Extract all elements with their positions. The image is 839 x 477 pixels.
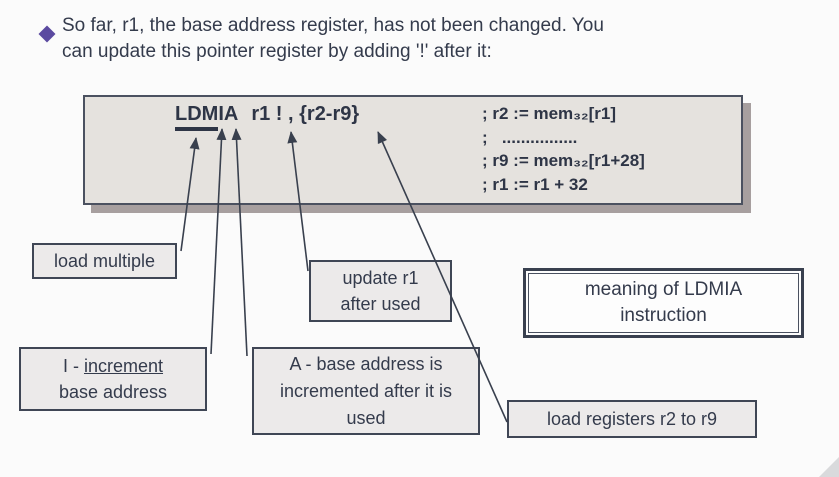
corner-decoration [819,457,839,477]
meaning-box-label: meaning of LDMIA instruction [528,273,799,333]
bullet-diamond-icon [38,25,56,43]
label-load-multiple-text: load multiple [53,251,156,271]
instruction-comments: ; r2 := mem₃₂[r1] ; ................ ; r… [482,104,645,194]
instruction-mnemonic-underlined: LDM [175,103,219,131]
instruction-box: LDMIA r1 ! , {r2-r9} ; r2 := mem₃₂[r1] ; … [83,95,743,205]
meaning-box: meaning of LDMIA instruction [523,268,804,338]
label-load-registers: load registers r2 to r9 [507,400,757,438]
instruction-mnemonic-rest: IA [218,103,239,125]
label-a-base-address-text: A - base address is incremented after it… [279,353,453,428]
label-load-multiple: load multiple [32,243,177,279]
label-increment-underlined: increment [83,356,164,376]
label-update-r1-text: update r1 after used [340,268,421,314]
instruction-operands: r1 ! , {r2-r9} [251,103,360,125]
instruction-line: LDMIA r1 ! , {r2-r9} [175,103,360,131]
label-increment-line2: base address [58,382,168,402]
label-update-r1: update r1 after used [309,260,452,322]
label-increment-prefix: I - [62,356,84,376]
label-a-base-address: A - base address is incremented after it… [252,347,480,435]
label-increment-base: I - increment base address [19,347,207,411]
label-increment-line1: I - increment [63,353,163,379]
bullet-text: So far, r1, the base address register, h… [62,15,604,62]
label-load-registers-text: load registers r2 to r9 [546,409,718,429]
